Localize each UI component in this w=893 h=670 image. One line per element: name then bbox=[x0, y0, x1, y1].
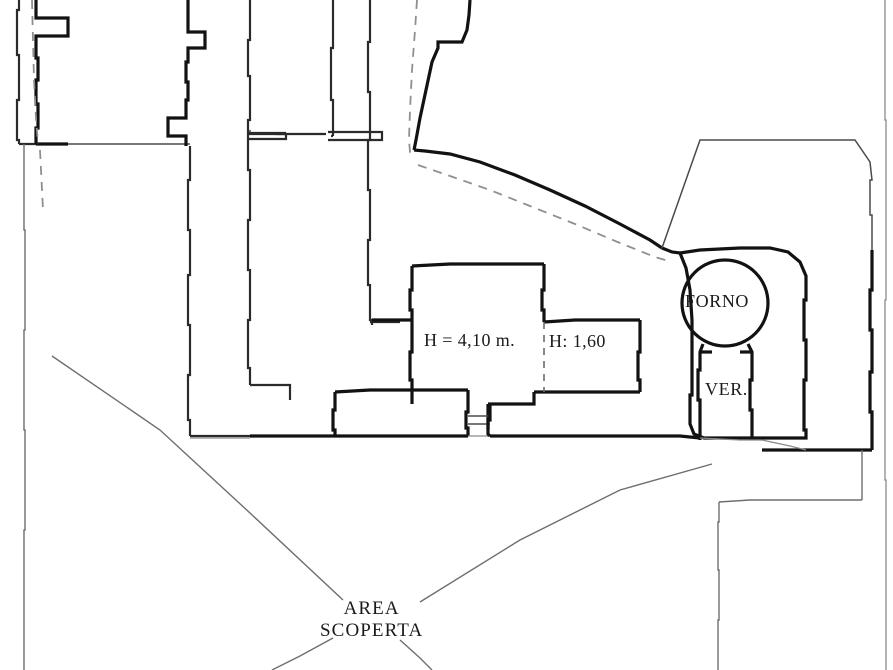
lower-left-room-outline bbox=[250, 388, 470, 438]
area-scoperta-label: AREA SCOPERTA bbox=[320, 598, 423, 643]
upper-right-property-outline bbox=[661, 139, 873, 250]
veranda-room-label: VER. bbox=[705, 379, 748, 399]
ceiling-height-secondary-label: H: 1,60 bbox=[549, 331, 606, 351]
left-lot-boundary bbox=[23, 144, 26, 670]
top-horizontal-stubs bbox=[248, 130, 384, 142]
right-building-outline bbox=[762, 250, 874, 452]
upper-diagonal-dashed-line bbox=[408, 0, 673, 263]
doorway-passage bbox=[468, 415, 490, 437]
yard-diagonal-lines bbox=[51, 355, 713, 670]
building-bottom-edge bbox=[190, 437, 807, 451]
right-outer-boundary bbox=[884, 0, 887, 670]
left-dashed-projection-line bbox=[31, 0, 44, 211]
ceiling-height-main-label: H = 4,10 m. bbox=[424, 330, 516, 350]
forno-room-label: FORNO bbox=[685, 291, 750, 311]
area-scoperta-line-1: AREA bbox=[343, 598, 400, 619]
inner-wall-left-stepped bbox=[166, 0, 207, 146]
main-left-wall bbox=[186, 146, 250, 438]
lower-right-property-block bbox=[717, 450, 863, 670]
area-scoperta-line-2: SCOPERTA bbox=[320, 620, 424, 642]
central-vertical-wall bbox=[329, 0, 335, 138]
central-main-room-outline bbox=[372, 262, 642, 430]
upper-diagonal-wall bbox=[412, 0, 681, 255]
veranda-rectangle-outline bbox=[696, 343, 754, 440]
left-upper-wall-block bbox=[34, 0, 190, 146]
forno-circle-outline bbox=[680, 258, 770, 348]
lower-right-room-outline bbox=[486, 404, 762, 441]
right-of-center-vertical-wall bbox=[366, 0, 400, 325]
